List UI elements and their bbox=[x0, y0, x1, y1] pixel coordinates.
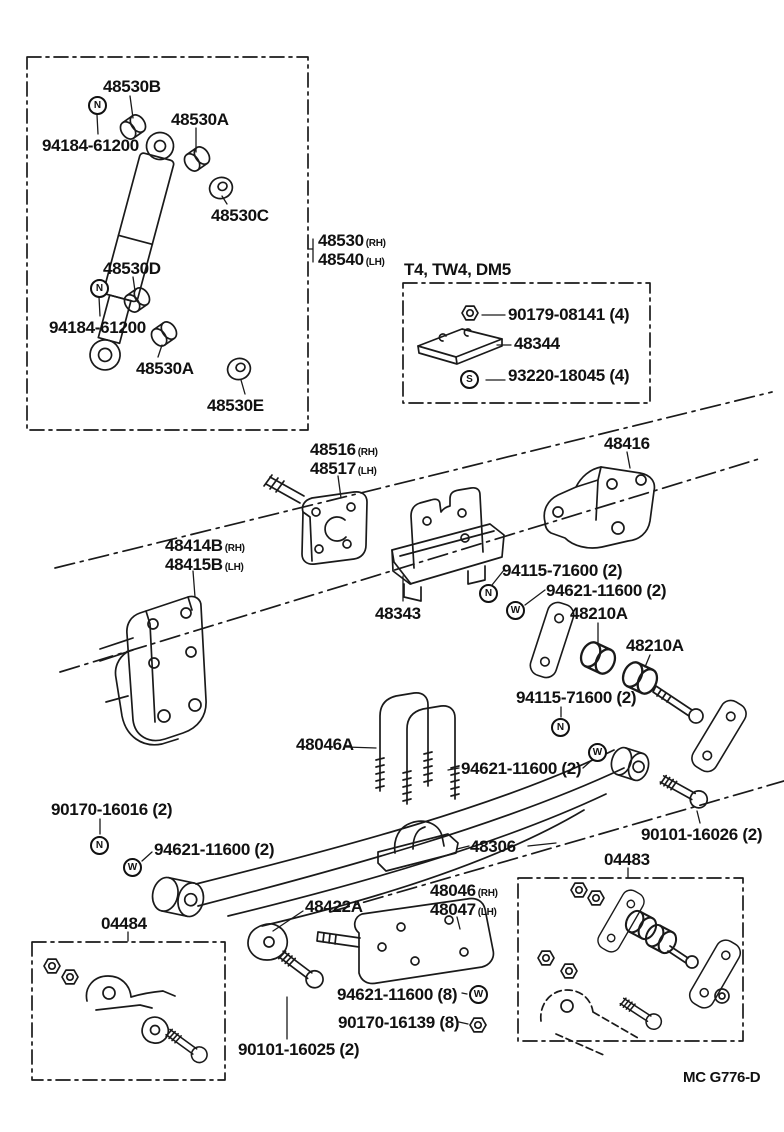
label-nut-90170-16139: 90170-16139 (8) bbox=[338, 1013, 460, 1032]
label-hanger-48414b-48415b: 48414B(RH) 48415B(LH) bbox=[165, 536, 245, 576]
pin-kit-art bbox=[43, 958, 211, 1067]
hanger-lh-code: 48415B bbox=[165, 555, 223, 574]
seat-lh-side: (LH) bbox=[477, 907, 497, 918]
front-eye-hardware-art bbox=[247, 923, 328, 993]
u-bolt-art bbox=[375, 692, 460, 805]
label-washer-94621-seat: 94621-11600 (8) bbox=[337, 985, 458, 1004]
label-shock-48530-48540: 48530(RH) 48540(LH) bbox=[318, 231, 386, 271]
label-washer-94621-mid: 94621-11600 (2) bbox=[461, 759, 582, 778]
label-rear-bracket-48416: 48416 bbox=[604, 434, 650, 453]
label-nut-94115-upper: 94115-71600 (2) bbox=[502, 561, 623, 580]
hanger-rh-code: 48414B bbox=[165, 536, 223, 555]
label-nut-90179: 90179-08141 (4) bbox=[508, 305, 630, 324]
washer-marker-icon: W bbox=[123, 858, 142, 877]
shock-rh-code: 48530 bbox=[318, 231, 364, 250]
shock-lh-code: 48540 bbox=[318, 250, 364, 269]
bracket-lh-code: 48517 bbox=[310, 459, 356, 478]
center-bracket-art bbox=[391, 486, 505, 602]
label-ring-48530c: 48530C bbox=[211, 206, 269, 225]
shock-rh-side: (RH) bbox=[365, 238, 386, 249]
shock-kit-box-border bbox=[26, 56, 309, 431]
bracket-rh-side: (RH) bbox=[357, 447, 378, 458]
label-nut-94184-lower: 94184-61200 bbox=[49, 318, 146, 337]
label-screw-93220: 93220-18045 (4) bbox=[508, 366, 630, 385]
hanger-lh-side: (LH) bbox=[224, 562, 244, 573]
washer-marker-icon: W bbox=[469, 985, 488, 1004]
label-pin-kit-04484: 04484 bbox=[101, 914, 147, 933]
shackle-kit-art bbox=[537, 882, 745, 1057]
washer-marker-icon: W bbox=[588, 743, 607, 762]
variant-box-art bbox=[417, 305, 503, 365]
label-seat-48046-48047: 48046(RH) 48047(LH) bbox=[430, 881, 498, 921]
shock-lh-side: (LH) bbox=[365, 257, 385, 268]
nut-marker-icon: N bbox=[90, 836, 109, 855]
nut-marker-icon: N bbox=[551, 718, 570, 737]
label-center-bracket-48343: 48343 bbox=[375, 604, 421, 623]
label-bushing-48210a-1: 48210A bbox=[570, 604, 628, 623]
pin-kit-box-border bbox=[31, 941, 226, 1081]
bracket-rh-code: 48516 bbox=[310, 440, 356, 459]
label-drawing-code: MC G776-D bbox=[683, 1069, 761, 1086]
seat-rh-side: (RH) bbox=[477, 888, 498, 899]
seat-plate-art bbox=[316, 897, 495, 985]
label-nut-94115-lower: 94115-71600 (2) bbox=[516, 688, 637, 707]
label-ring-48530e: 48530E bbox=[207, 396, 264, 415]
hanger-rh-side: (RH) bbox=[224, 543, 245, 554]
label-bushing-48530a-upper: 48530A bbox=[171, 110, 229, 129]
rear-bracket-art bbox=[543, 466, 656, 549]
label-plate-48344: 48344 bbox=[514, 334, 560, 353]
label-washer-94621-upper: 94621-11600 (2) bbox=[546, 581, 667, 600]
label-bushing-48530a-lower: 48530A bbox=[136, 359, 194, 378]
washer-marker-icon: W bbox=[506, 601, 525, 620]
leader-lines bbox=[96, 95, 701, 1040]
label-ubolt-48046a: 48046A bbox=[296, 735, 354, 754]
leaf-spring-art bbox=[151, 746, 650, 927]
front-hanger-art bbox=[99, 595, 207, 746]
label-bushing-48530d: 48530D bbox=[103, 259, 161, 278]
label-bushing-48210a-2: 48210A bbox=[626, 636, 684, 655]
label-nut-94184-upper: 94184-61200 bbox=[42, 136, 139, 155]
label-variant-header: T4, TW4, DM5 bbox=[404, 260, 511, 279]
label-bushing-48530b: 48530B bbox=[103, 77, 161, 96]
label-bolt-90101-16025: 90101-16025 (2) bbox=[238, 1040, 360, 1059]
label-nut-90170-16016: 90170-16016 (2) bbox=[51, 800, 173, 819]
bracket-lh-side: (LH) bbox=[357, 466, 377, 477]
screw-marker-icon: S bbox=[460, 370, 479, 389]
nut-marker-icon: N bbox=[90, 279, 109, 298]
variant-box-border bbox=[402, 282, 651, 404]
seat-rh-code: 48046 bbox=[430, 881, 476, 900]
label-shackle-kit-04483: 04483 bbox=[604, 850, 650, 869]
frame-rail-lines bbox=[54, 391, 784, 913]
label-bolt-90101-16026: 90101-16026 (2) bbox=[641, 825, 763, 844]
label-washer-94621-front: 94621-11600 (2) bbox=[154, 840, 275, 859]
seat-lh-code: 48047 bbox=[430, 900, 476, 919]
nut-marker-icon: N bbox=[479, 584, 498, 603]
shock-absorber-art bbox=[89, 111, 255, 384]
nut-marker-icon: N bbox=[88, 96, 107, 115]
label-bumper-48306: 48306 bbox=[470, 837, 516, 856]
rear-shackle-art bbox=[526, 598, 751, 812]
upper-bracket-art bbox=[263, 474, 368, 565]
label-bracket-48516-48517: 48516(RH) 48517(LH) bbox=[310, 440, 378, 480]
label-retainer-48422a: 48422A bbox=[305, 897, 363, 916]
shackle-kit-box-border bbox=[517, 877, 744, 1042]
